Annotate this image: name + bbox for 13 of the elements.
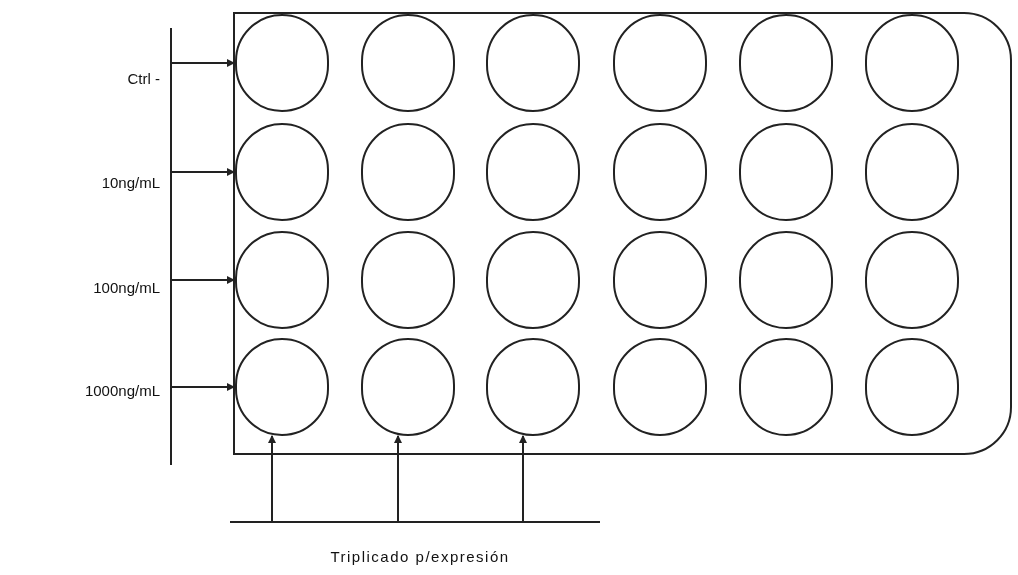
arrow [171,168,235,176]
arrow [171,59,235,67]
row-label: Ctrl - [126,70,160,88]
row-label: 100ng/mL [92,279,160,297]
caption-text: Triplicado p/expresión [329,548,511,566]
arrow [171,276,235,284]
arrow [268,434,276,523]
row-label: 10ng/mL [100,174,160,192]
well-plate [233,12,1012,455]
arrow [394,434,402,523]
arrow [519,434,527,523]
arrow [171,383,235,391]
row-label: 1000ng/mL [83,382,160,400]
